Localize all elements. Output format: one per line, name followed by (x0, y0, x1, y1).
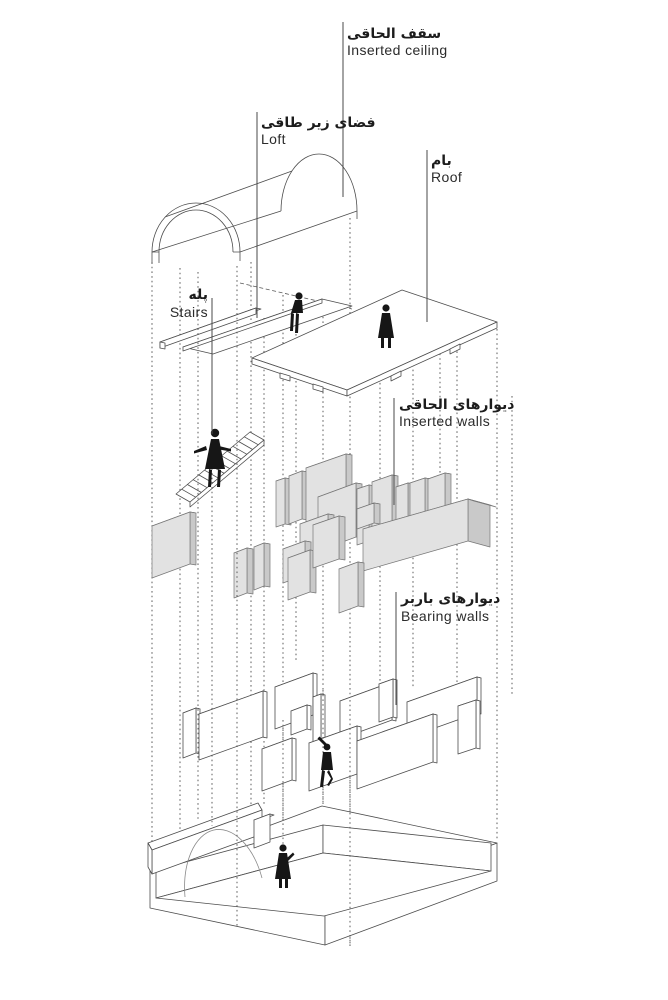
stair-treads (181, 436, 259, 498)
vault-inserted-ceiling (151, 153, 358, 264)
person-silhouette-ground-room (275, 844, 295, 888)
ground-floor-walls (147, 802, 498, 946)
bearing-walls-group (182, 672, 482, 792)
loft-floor (159, 282, 353, 355)
leader-lines (211, 22, 428, 705)
label-inserted-walls-en: Inserted walls (399, 413, 490, 429)
label-inserted-walls: دیوارهای الحاقی Inserted walls (399, 397, 514, 429)
label-loft-en: Loft (261, 131, 286, 147)
person-silhouette-roof-standing (378, 304, 394, 348)
label-inserted-ceiling-en: Inserted ceiling (347, 42, 448, 58)
label-bearing-walls: دیوارهای باربر Bearing walls (400, 591, 500, 624)
label-roof-fa: بام (431, 153, 452, 169)
label-bearing-walls-en: Bearing walls (401, 608, 489, 624)
label-inserted-walls-fa: دیوارهای الحاقی (399, 397, 514, 413)
person-silhouette-bearing-walls (317, 736, 333, 787)
label-stairs: پله Stairs (170, 287, 208, 320)
person-silhouette-loft-sitting (290, 292, 303, 333)
roof-slab (251, 289, 498, 397)
inserted-walls-group (151, 453, 497, 614)
person-silhouette-stairs (194, 428, 231, 487)
label-roof-en: Roof (431, 169, 462, 185)
label-loft-fa: فضای زیر طاقی (261, 115, 376, 131)
label-stairs-fa: پله (189, 287, 208, 303)
label-loft: فضای زیر طاقی Loft (261, 115, 376, 147)
label-inserted-ceiling: سقف الحاقی Inserted ceiling (347, 26, 448, 58)
label-inserted-ceiling-fa: سقف الحاقی (347, 26, 441, 42)
label-stairs-en: Stairs (170, 304, 208, 320)
label-roof: بام Roof (431, 153, 462, 185)
label-bearing-walls-fa: دیوارهای باربر (400, 591, 500, 607)
